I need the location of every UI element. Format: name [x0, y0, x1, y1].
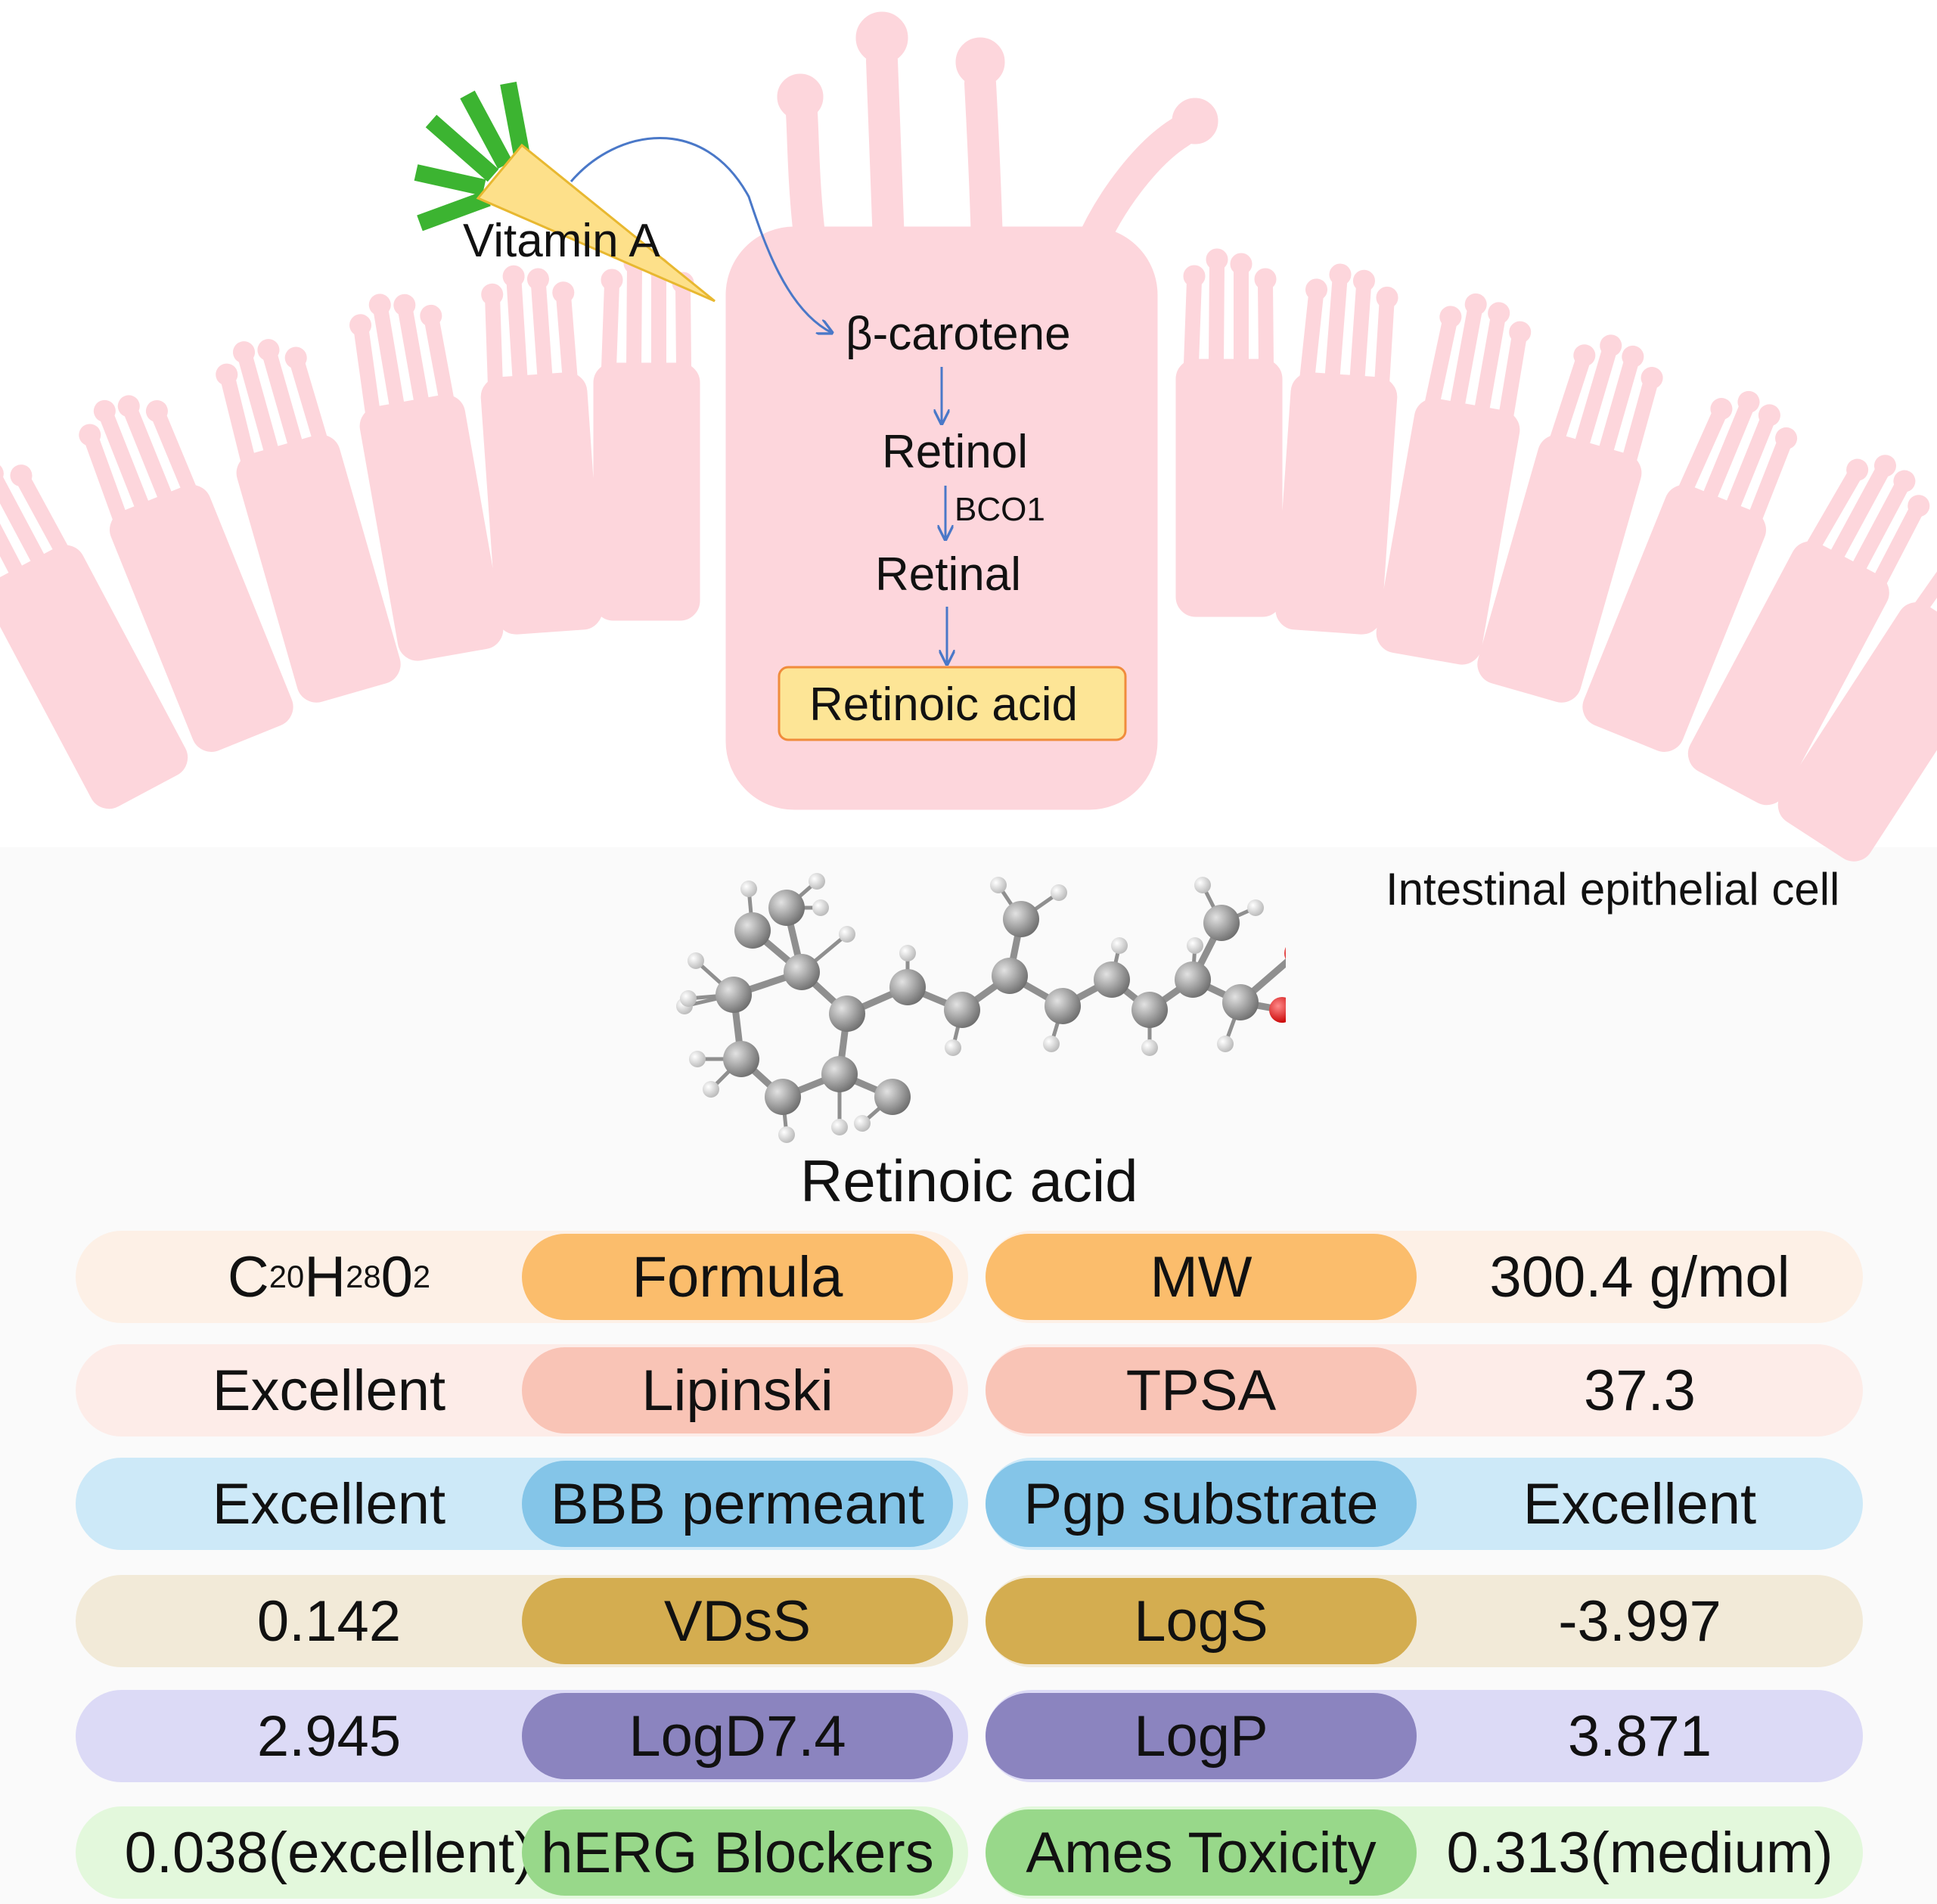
hydrogen-atom: [899, 945, 916, 961]
property-left-label: BBB permeant: [522, 1461, 953, 1547]
property-right-value: 300.4 g/mol: [1489, 1244, 1790, 1309]
carbon-atom: [992, 958, 1028, 994]
hydrogen-atom: [1051, 884, 1067, 901]
retinoic-acid-highlight-box: [778, 666, 1127, 741]
retinal-label: Retinal: [875, 548, 1021, 601]
property-left-label: LogD7.4: [522, 1693, 953, 1779]
carbon-atom: [829, 995, 865, 1032]
property-left-label: Formula: [522, 1234, 953, 1320]
property-right-label: LogS: [986, 1578, 1417, 1664]
property-row-bbb-pgp: Excellent BBB permeant Pgp substrate Excell…: [76, 1458, 1863, 1550]
property-right-value: -3.997: [1558, 1589, 1721, 1654]
property-right-label: Pgp substrate: [986, 1461, 1417, 1547]
hydrogen-atom: [1187, 937, 1203, 954]
hydrogen-atom: [703, 1081, 719, 1098]
hydrogen-atom: [1217, 1036, 1234, 1052]
carbon-atom: [1003, 901, 1039, 937]
carbon-atom: [821, 1056, 858, 1092]
property-right-value: 3.871: [1567, 1704, 1712, 1769]
hydrogen-atom: [945, 1039, 961, 1056]
hydrogen-atom: [1194, 877, 1211, 893]
bco1-enzyme-label: BCO1: [955, 491, 1045, 528]
hydrogen-atom: [812, 899, 829, 916]
hydrogen-atom: [680, 990, 697, 1007]
hydrogen-atom: [854, 1115, 871, 1132]
carbon-atom: [1131, 992, 1168, 1028]
property-right-value: 37.3: [1584, 1358, 1696, 1423]
property-left-label: hERG Blockers: [522, 1809, 953, 1896]
carbon-atom: [734, 912, 771, 949]
vitamin-to-carotene-arrow: [570, 137, 832, 334]
carbon-atom: [784, 954, 820, 990]
property-left-value: 2.945: [256, 1704, 402, 1769]
property-row-vdss-logs: 0.142 VDsS LogS -3.997: [76, 1575, 1863, 1667]
retinol-label: Retinol: [882, 426, 1028, 478]
property-left-value: 0.142: [256, 1589, 402, 1654]
carbon-atom: [1222, 984, 1259, 1020]
carbon-atom: [716, 977, 752, 1013]
hydrogen-atom: [1141, 1039, 1158, 1056]
hydrogen-atom: [740, 881, 757, 897]
property-row-herg-ames: 0.038(excellent)hERG Blockers Ames Toxici…: [76, 1806, 1863, 1899]
hydrogen-atom: [831, 1119, 848, 1135]
carrot-icon: [414, 81, 716, 303]
retinoic-acid-3d-model: [676, 873, 1286, 1143]
formula-subscript: 28: [346, 1259, 381, 1294]
property-left-value: Excellent: [212, 1471, 446, 1536]
hydrogen-atom: [688, 952, 704, 969]
beta-carotene-label: β-carotene: [846, 308, 1071, 360]
carbon-atom: [1203, 905, 1240, 941]
carbon-atom: [768, 890, 805, 926]
property-right-label: TPSA: [986, 1347, 1417, 1433]
carbon-atom: [1094, 961, 1130, 998]
hydrogen-atom: [1111, 937, 1128, 954]
property-right-value: Excellent: [1523, 1471, 1757, 1536]
retinoic-acid-product-label: Retinoic acid: [809, 679, 1078, 731]
hydrogen-atom: [689, 1051, 706, 1067]
cell-type-label: Intestinal epithelial cell: [1386, 864, 1840, 915]
central-cell: [725, 11, 1218, 810]
property-right-label: Ames Toxicity: [986, 1809, 1417, 1896]
hydrogen-atom: [778, 1126, 795, 1143]
carbon-atom: [765, 1079, 801, 1115]
property-right-value: 0.313(medium): [1446, 1820, 1833, 1885]
oxygen-atom: [1269, 997, 1286, 1023]
carbon-atom: [1175, 961, 1211, 998]
property-right-label: LogP: [986, 1693, 1417, 1779]
carbon-atom: [944, 992, 980, 1028]
property-left-value: Excellent: [212, 1358, 446, 1423]
property-right-label: MW: [986, 1234, 1417, 1320]
property-left-label: Lipinski: [522, 1347, 953, 1433]
formula-subscript: 2: [412, 1259, 431, 1294]
property-left-value: 0.038(excellent): [124, 1820, 534, 1885]
carbon-atom: [723, 1041, 759, 1077]
hydrogen-atom: [1247, 899, 1264, 916]
vitamin-a-label: Vitamin A: [463, 215, 660, 267]
carbon-atom: [889, 969, 926, 1005]
formula-subscript: 20: [269, 1259, 305, 1294]
carbon-atom: [874, 1079, 911, 1115]
formula-symbol: C: [227, 1244, 269, 1309]
property-left-label: VDsS: [522, 1578, 953, 1664]
property-row-logd-logp: 2.945 LogD7.4 LogP 3.871: [76, 1690, 1863, 1782]
epithelial-cell-6: [594, 253, 700, 620]
formula-symbol: H: [304, 1244, 346, 1309]
hydrogen-atom: [809, 873, 825, 890]
hydrogen-atom: [839, 926, 855, 943]
hydrogen-atom: [1043, 1036, 1060, 1052]
hydrogen-atom: [990, 877, 1007, 893]
property-row-lipinski-tpsa: Excellent Lipinski TPSA 37.3: [76, 1344, 1863, 1437]
oxygen-atom: [1284, 947, 1286, 959]
epithelial-cell-7: [1176, 249, 1282, 617]
epithelium-illustration: [0, 11, 1937, 870]
formula-symbol: 0: [380, 1244, 413, 1309]
molecule-name-title: Retinoic acid: [800, 1148, 1138, 1214]
carbon-atom: [1045, 988, 1081, 1024]
